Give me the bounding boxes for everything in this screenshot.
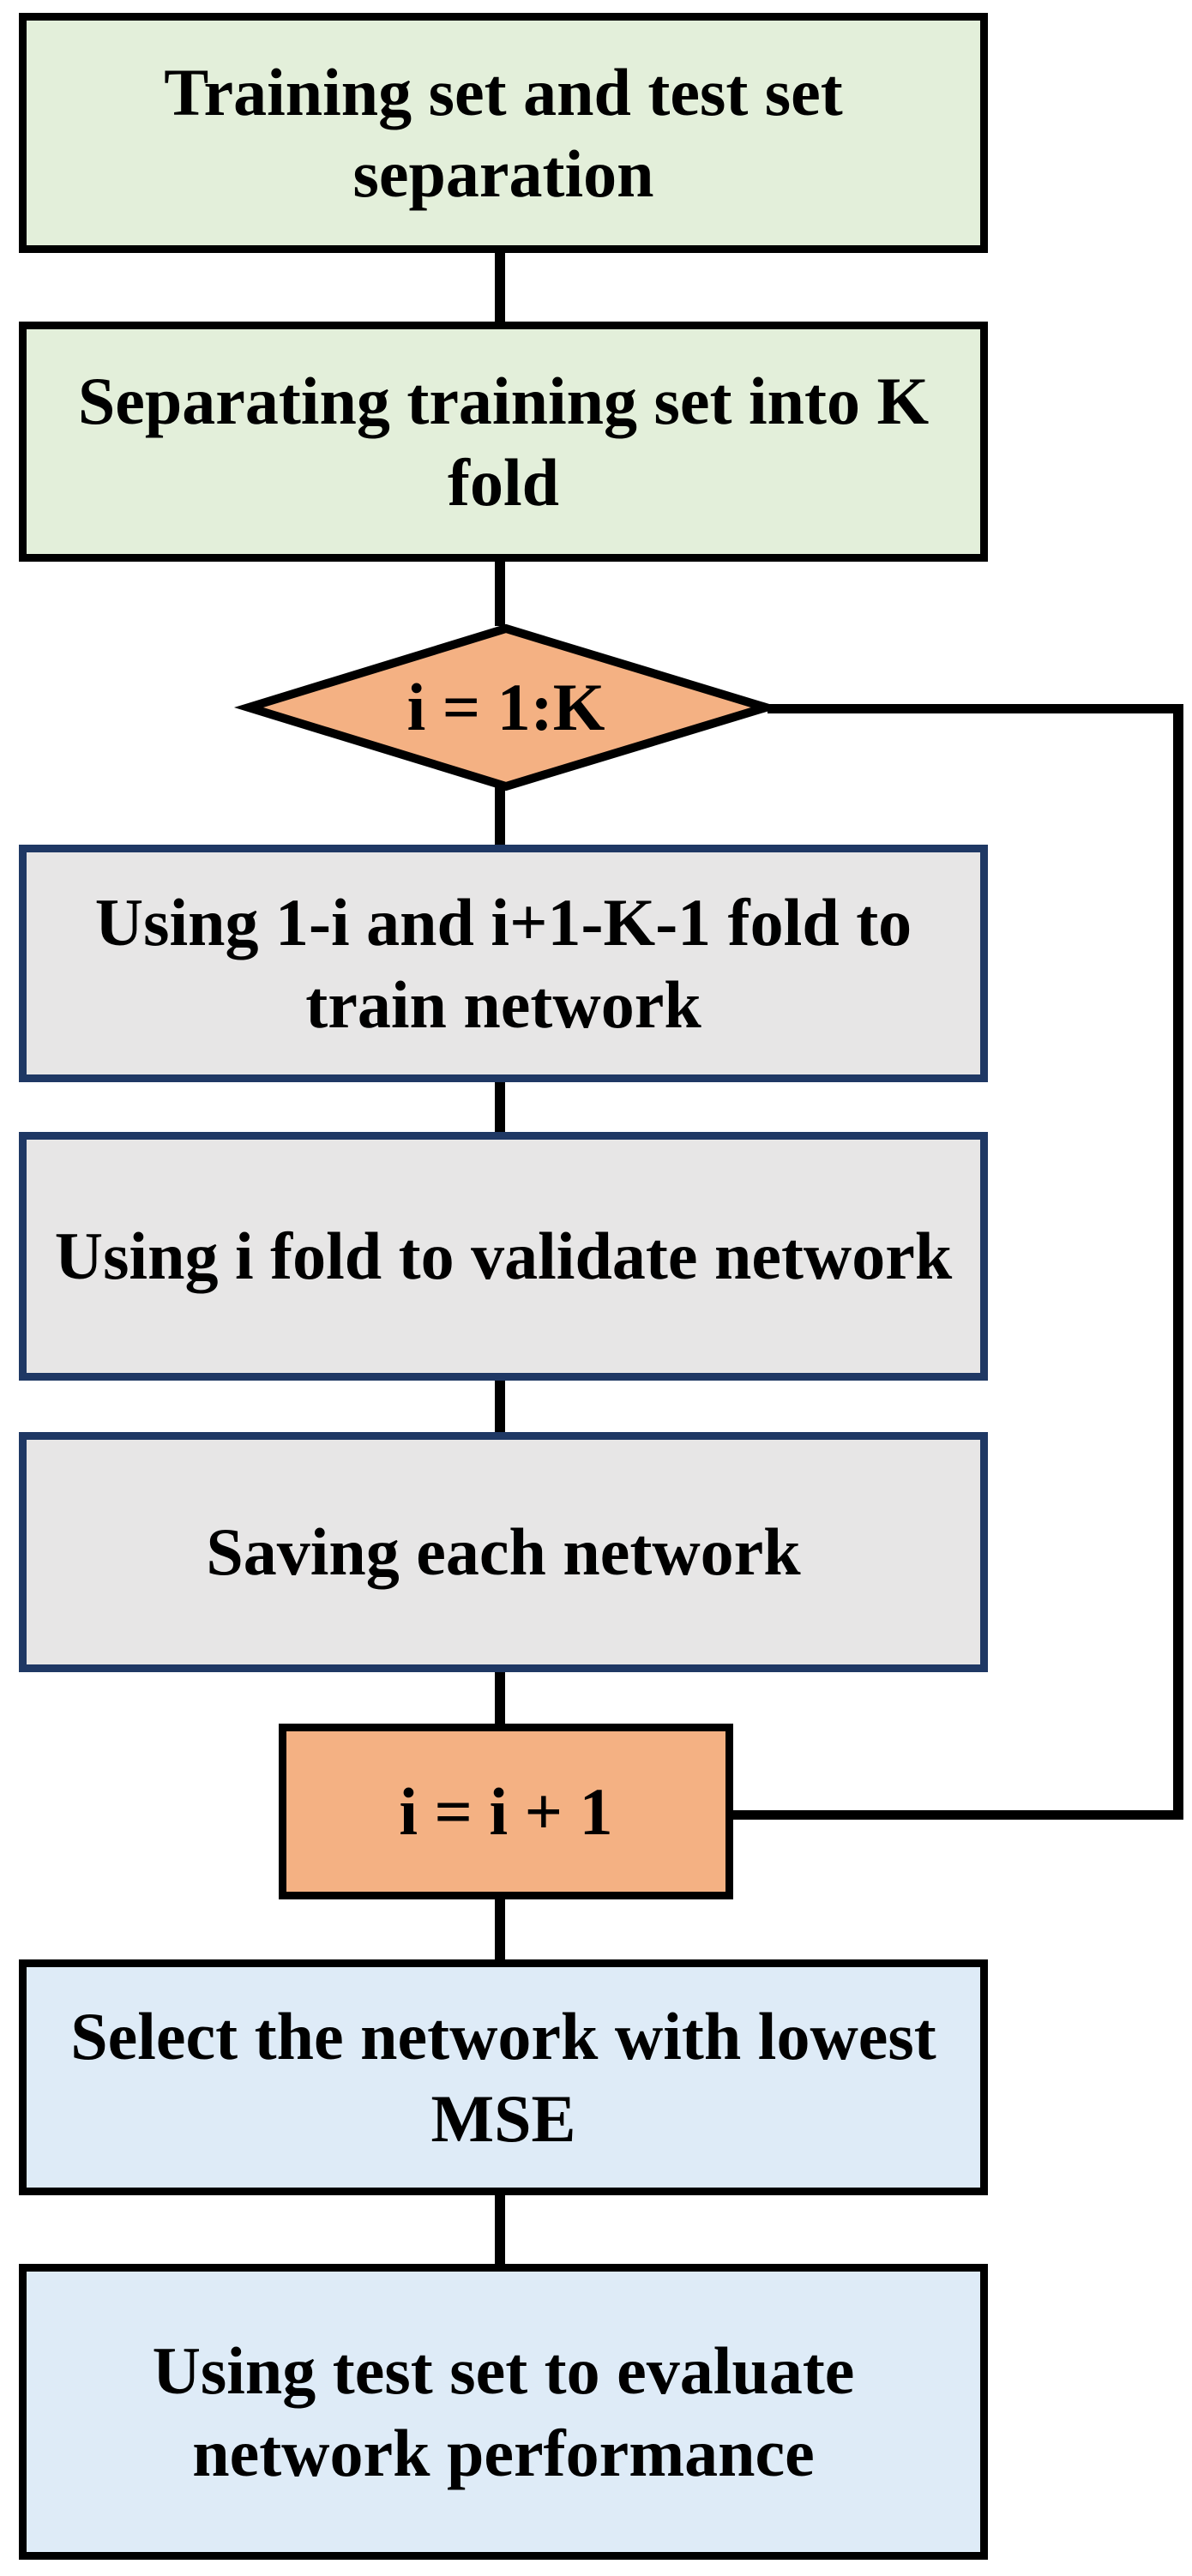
connector-4 xyxy=(495,1074,505,1132)
step-split-sets: Training set and test set separation xyxy=(19,13,988,253)
step-validate-network: Using i fold to validate network xyxy=(19,1132,988,1381)
step-select-network: Select the network with lowest MSE xyxy=(19,1959,988,2195)
step-increment: i = i + 1 xyxy=(279,1724,733,1899)
connector-2 xyxy=(495,553,505,626)
step-save-network: Saving each network xyxy=(19,1432,988,1672)
step-validate-network-label: Using i fold to validate network xyxy=(54,1219,953,1294)
connector-7 xyxy=(495,1895,505,1964)
step-train-network-label: Using 1-i and i+1-K-1 fold to train netw… xyxy=(94,885,912,1042)
loop-line-bottom xyxy=(729,1810,1183,1820)
step-evaluate-network: Using test set to evaluate network perfo… xyxy=(19,2264,988,2560)
connector-8 xyxy=(495,2187,505,2272)
connector-3 xyxy=(495,787,505,849)
loop-line-right xyxy=(1173,704,1183,1820)
step-split-folds: Separating training set into K fold xyxy=(19,322,988,562)
step-evaluate-network-label: Using test set to evaluate network perfo… xyxy=(152,2333,855,2490)
step-select-network-label: Select the network with lowest MSE xyxy=(70,1999,936,2156)
step-train-network: Using 1-i and i+1-K-1 fold to train netw… xyxy=(19,845,988,1082)
loop-condition-label: i = 1:K xyxy=(406,670,605,744)
connector-5 xyxy=(495,1376,505,1436)
connector-6 xyxy=(495,1668,505,1728)
step-save-network-label: Saving each network xyxy=(206,1514,801,1590)
step-increment-label: i = i + 1 xyxy=(399,1773,613,1849)
step-split-sets-label: Training set and test set separation xyxy=(164,54,843,211)
step-split-folds-label: Separating training set into K fold xyxy=(77,363,930,520)
loop-line-top xyxy=(768,704,1183,713)
connector-1 xyxy=(495,244,505,322)
